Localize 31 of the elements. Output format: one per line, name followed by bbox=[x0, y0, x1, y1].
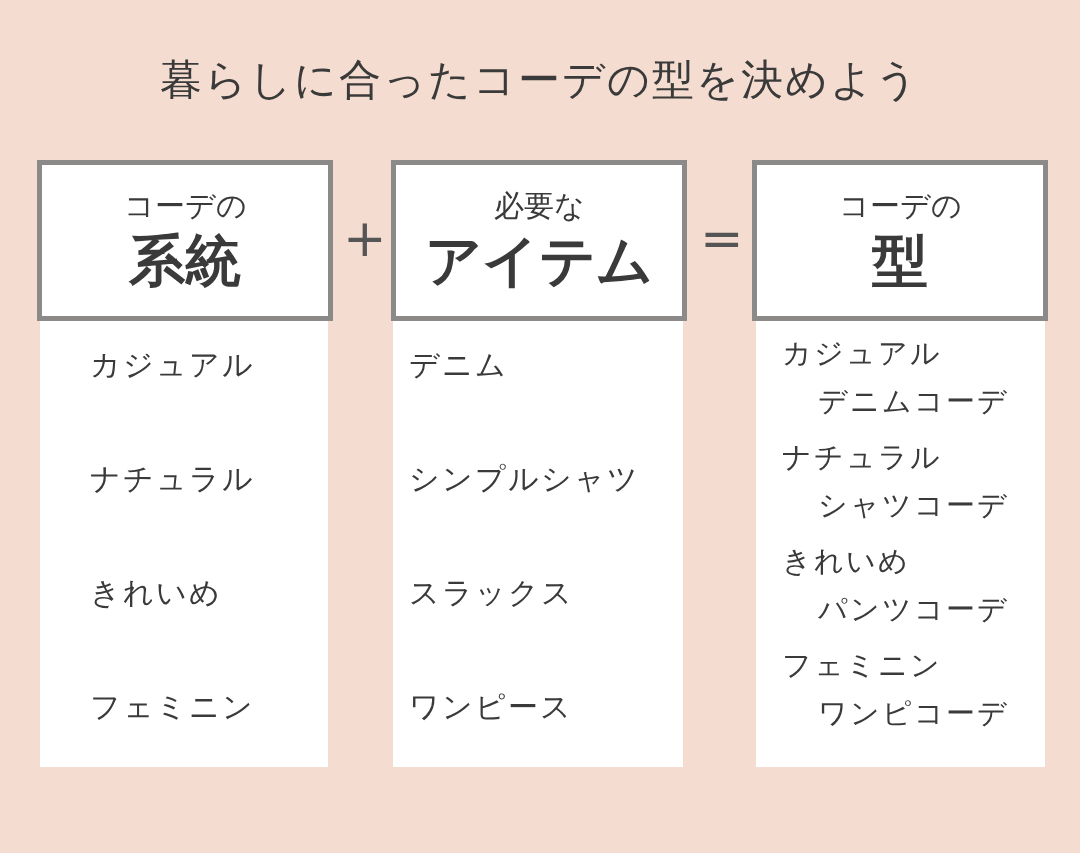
list-item: シンプルシャツ bbox=[409, 460, 640, 498]
header-box bbox=[752, 160, 1048, 321]
list-item: スラックス bbox=[409, 574, 574, 612]
list-item: フェミニン bbox=[782, 647, 942, 684]
header-title: 系統 bbox=[129, 226, 241, 295]
list-item: デニム bbox=[409, 346, 508, 384]
title: 暮らしに合ったコーデの型を決めよう bbox=[159, 54, 921, 106]
header-caption: コーデの bbox=[838, 186, 962, 225]
header-caption: コーデの bbox=[123, 186, 247, 225]
list-item: カジュアル bbox=[90, 346, 255, 384]
header-box bbox=[37, 160, 333, 321]
list-item: ナチュラル bbox=[782, 439, 942, 476]
operator-sign: + bbox=[343, 208, 387, 268]
list-item: パンツコーデ bbox=[817, 591, 1009, 628]
list-item: きれいめ bbox=[90, 574, 222, 612]
header-box bbox=[391, 160, 687, 321]
list-item: ワンピコーデ bbox=[817, 695, 1009, 732]
header-title: 型 bbox=[872, 226, 928, 295]
list-item: ナチュラル bbox=[90, 460, 255, 498]
header-caption: 必要な bbox=[493, 186, 585, 225]
list-item: きれいめ bbox=[782, 543, 910, 580]
list-panel bbox=[393, 321, 683, 767]
list-item: シャツコーデ bbox=[817, 487, 1009, 524]
operator-sign: = bbox=[700, 208, 744, 268]
list-panel bbox=[756, 321, 1045, 767]
list-item: デニムコーデ bbox=[817, 383, 1009, 420]
list-item: ワンピース bbox=[409, 688, 573, 726]
list-item: カジュアル bbox=[782, 335, 942, 372]
list-panel bbox=[40, 321, 328, 767]
header-title: アイテム bbox=[425, 226, 653, 295]
list-item: フェミニン bbox=[90, 688, 255, 726]
